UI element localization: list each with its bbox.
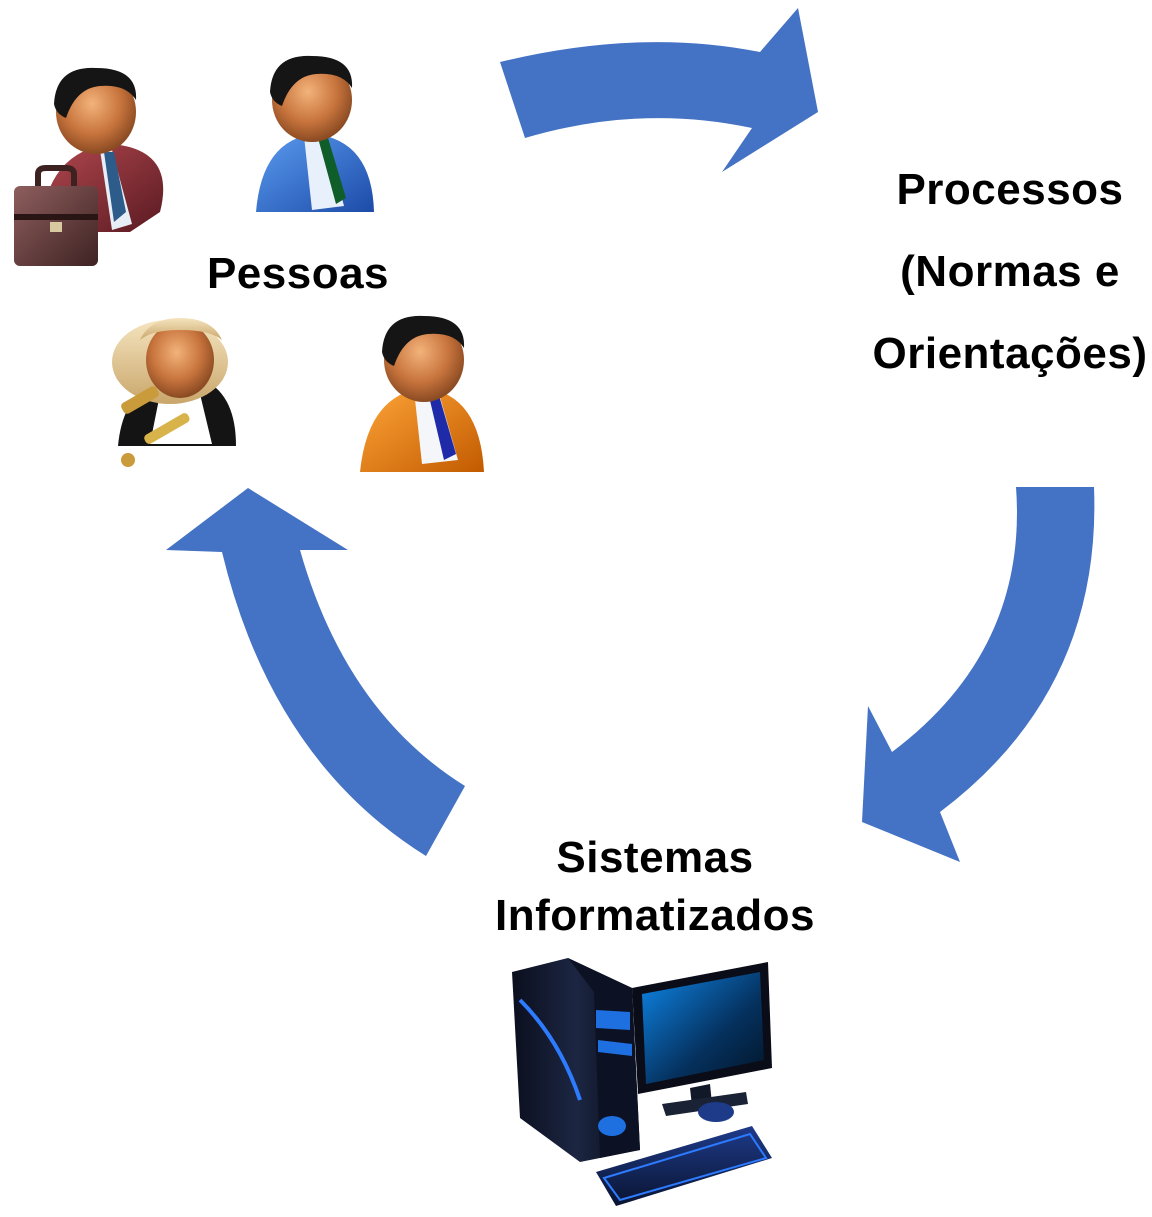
desktop-computer-icon (512, 958, 772, 1206)
businessman-green-tie-icon (256, 55, 374, 212)
arrow-pessoas-to-processos (500, 8, 818, 172)
pessoas-label: Pessoas (206, 249, 390, 298)
processos-label-line1: Processos (896, 165, 1124, 214)
sistemas-label-line1: Sistemas (556, 833, 754, 882)
arrow-processos-to-sistemas (862, 487, 1095, 862)
arrow-sistemas-to-pessoas (166, 488, 465, 856)
businessman-with-briefcase-icon (14, 67, 164, 266)
processos-label-line3: Orientações) (872, 329, 1148, 378)
businessman-orange-suit-icon (360, 315, 484, 472)
processos-label-line2: (Normas e (900, 247, 1120, 296)
sistemas-label: Sistemas Informatizados (470, 836, 840, 952)
sistemas-label-line2: Informatizados (495, 891, 815, 940)
processos-label: Processos (Normas e Orientações) (850, 168, 1152, 414)
judge-with-gavel-icon (112, 318, 236, 467)
